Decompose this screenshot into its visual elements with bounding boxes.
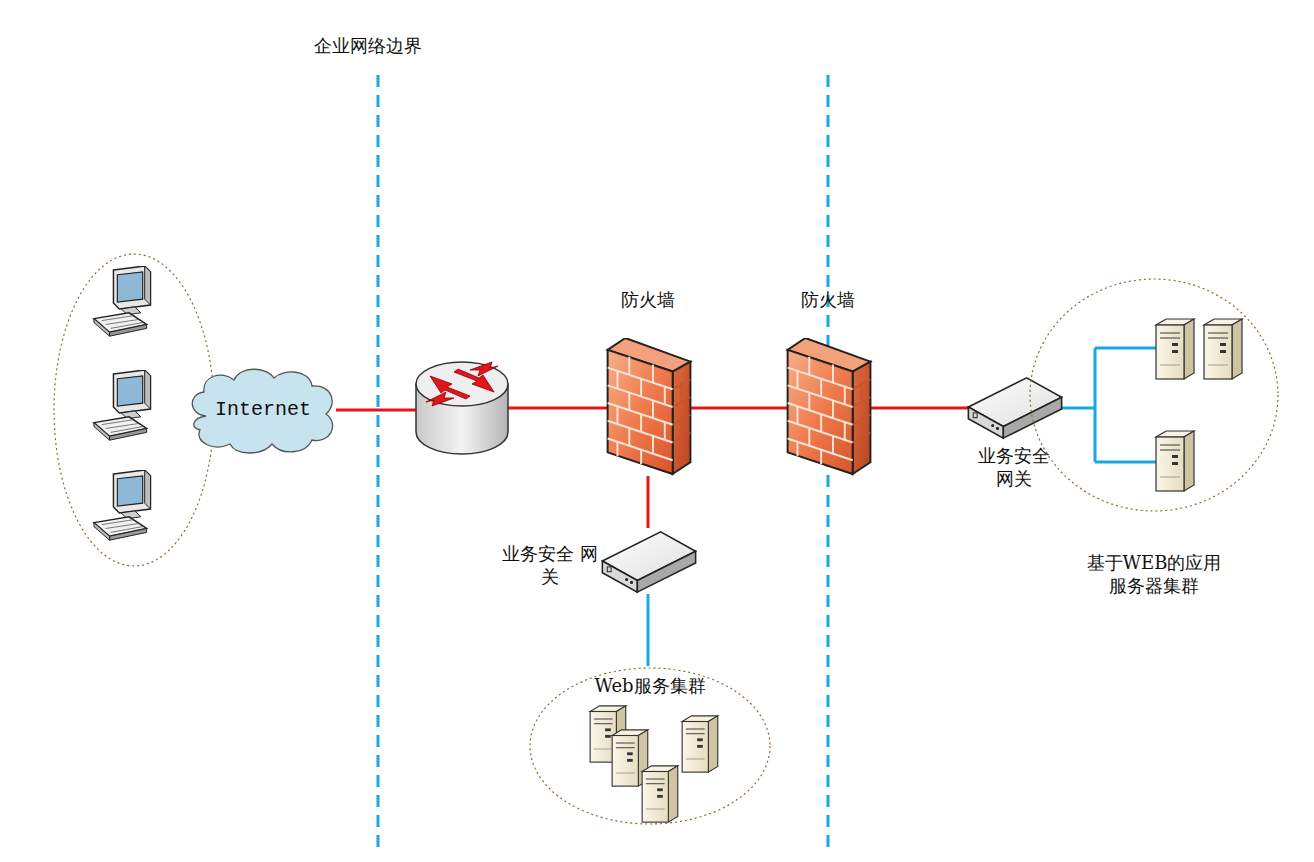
- app-server-cluster: 基于WEB的应用 服务器集群: [1028, 277, 1280, 607]
- node-label: 基于WEB的应用 服务器集群: [1087, 551, 1222, 598]
- firewall: 防火墙: [600, 288, 696, 478]
- security-gateway: 业务安全 网关: [498, 528, 698, 598]
- internet-cloud: Internet: [186, 364, 340, 456]
- node-outline: [600, 288, 696, 478]
- network-link: [647, 594, 650, 666]
- node-label: 防火墙: [621, 288, 675, 311]
- web-cluster: Web服务集群: [528, 666, 772, 826]
- node-label: 业务安全 网关: [498, 542, 602, 589]
- node-label: 业务安全 网关: [969, 444, 1059, 491]
- node-label: 防火墙: [801, 288, 855, 311]
- boundary-label: 企业网络边界: [312, 34, 424, 58]
- node-label: Internet: [215, 397, 311, 423]
- node-label: Web服务集群: [594, 674, 705, 697]
- firewall: 防火墙: [780, 288, 876, 478]
- network-link: [647, 476, 650, 528]
- security-gateway: 业务安全 网关: [962, 372, 1066, 500]
- network-link: [870, 407, 968, 410]
- node-outline: [780, 288, 876, 478]
- network-link: [690, 407, 788, 410]
